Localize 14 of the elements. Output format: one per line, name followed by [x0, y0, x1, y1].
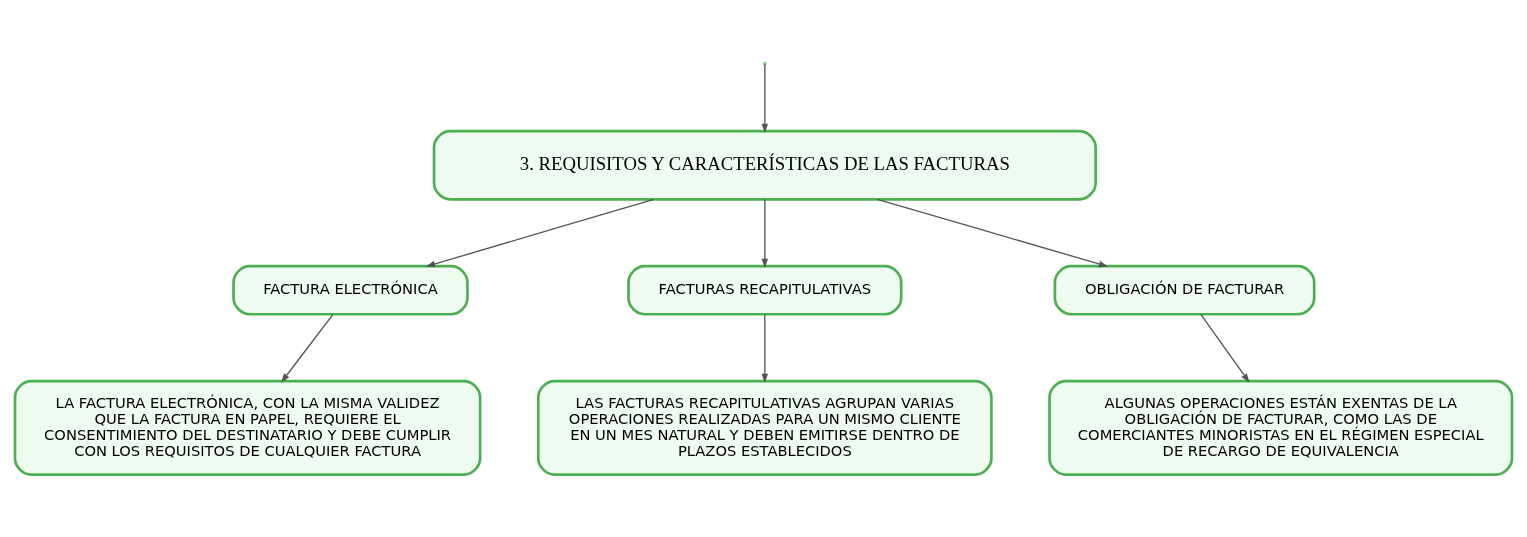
node-box: OBLIGACIÓN DE FACTURAR — [1053, 264, 1316, 316]
arrow — [876, 198, 1109, 267]
arrow — [761, 63, 769, 133]
node-box: FACTURA ELECTRÓNICA — [232, 264, 469, 316]
node-box: LA FACTURA ELECTRÓNICA, CON LA MISMA VALIDEZ QUE LA FACTURA EN PAPEL, REQUIERE EL CONSENTIMIENTO DEL DESTINATARIO Y DEBE CUMPLIR CON LOS REQUISITOS DE CUALQUIER FACTURA — [13, 379, 482, 476]
node-box: FACTURAS RECAPITULATIVAS — [627, 264, 903, 316]
arrow — [425, 198, 655, 267]
arrow — [761, 198, 769, 268]
node-box: LAS FACTURAS RECAPITULATIVAS AGRUPAN VARIAS OPERACIONES REALIZADAS PARA UN MISMO CLIENTE EN UN MES NATURAL Y DEBEN EMITIRSE DENTRO DE PLAZOS ESTABLECIDOS — [536, 379, 993, 476]
node-box: ALGUNAS OPERACIONES ESTÁN EXENTAS DE LA OBLIGACIÓN DE FACTURAR, COMO LAS DE COMERCIANTES MINORISTAS EN EL RÉGIMEN ESPECIAL DE RECARGO DE EQUIVALENCIA — [1048, 379, 1514, 476]
node-box: 3. REQUISITOS Y CARACTERÍSTICAS DE LAS FACTURAS — [432, 129, 1097, 201]
arrow — [1200, 313, 1250, 383]
arrow — [761, 313, 769, 383]
arrow — [281, 313, 334, 383]
